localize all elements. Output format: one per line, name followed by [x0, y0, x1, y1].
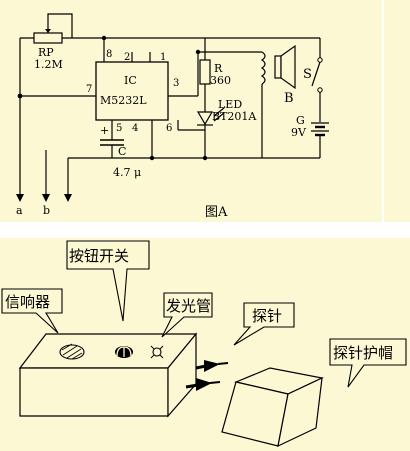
wiper-arrow-icon [45, 29, 51, 33]
light-ray [213, 107, 225, 117]
push-button-icon [115, 346, 133, 358]
button-label: 按钮开关 [69, 247, 129, 265]
switch-contact [317, 87, 323, 93]
lamp-label: 发光管 [166, 297, 211, 315]
pin-5-label: 5 [116, 123, 122, 134]
box-front-face [19, 367, 169, 417]
probe-tip-icon [204, 360, 220, 372]
callout-box [233, 302, 295, 346]
wiper-wire [47, 13, 73, 38]
capacitor-c: + C 4.7 μ [100, 120, 141, 179]
led-part: BT201A [212, 110, 257, 123]
cap-side-face [277, 376, 323, 448]
callout-button: 按钮开关 [66, 240, 150, 322]
callout-cap: 探针护帽 [329, 338, 407, 388]
led-label: LED [218, 98, 242, 111]
device-illustration: 信响器 按钮开关 发光管 探针 探针护帽 [0, 238, 410, 451]
pin-7-label: 7 [86, 84, 92, 95]
callout-probe: 探针 [233, 302, 295, 346]
r-label: R [214, 62, 223, 75]
probe-label: 探针 [252, 307, 282, 325]
led-lamp-icon [150, 345, 164, 359]
callout-box [66, 240, 150, 322]
battery-label: G [296, 114, 305, 127]
callout-box [1, 288, 63, 334]
resistor-r: R 360 [199, 38, 231, 112]
pin-2-label: 2 [124, 52, 130, 63]
cap-value: 4.7 μ [113, 166, 141, 179]
pin-6-label: 6 [166, 123, 172, 134]
callout-lamp: 发光管 [161, 292, 213, 338]
node-dot [17, 93, 23, 99]
pin-3-label: 3 [173, 78, 179, 89]
circuit-diagram: RP 1.2M a b IC M5232L 8 2 1 3 7 5 4 6 [0, 0, 384, 222]
terminal-a-label: a [16, 204, 23, 217]
circuit-panel [0, 0, 383, 222]
callout-box [161, 292, 213, 338]
pin-8-label: 8 [106, 49, 112, 60]
resistor-body [33, 32, 63, 44]
cap-plus: + [100, 124, 109, 137]
speaker-magnet [274, 55, 282, 79]
lamp-lens [152, 347, 162, 357]
switch-label: S [303, 67, 312, 82]
buzzer-label: 信响器 [5, 293, 50, 311]
speaker-b: B [260, 44, 296, 142]
speaker-label: B [284, 91, 294, 106]
probe-needle [209, 381, 221, 384]
light-ray [213, 112, 225, 122]
probe-needle [217, 362, 229, 365]
callout-box [329, 338, 407, 388]
resistor-body [199, 59, 211, 85]
terminal-b-arrow-icon [42, 194, 50, 202]
probe-tip-icon [196, 378, 212, 391]
node-dot [195, 49, 201, 55]
ground-arrow-icon [64, 194, 72, 202]
pin-4-label: 4 [132, 123, 138, 134]
callout-buzzer: 信响器 [1, 288, 63, 334]
cap-callout-label: 探针护帽 [333, 344, 393, 362]
probe-pins [185, 360, 229, 391]
probe-cap [221, 367, 324, 448]
switch-contact [317, 57, 323, 63]
terminal-a-arrow-icon [16, 194, 24, 202]
node-dot [202, 155, 208, 161]
ic-m5232l: IC M5232L 8 2 1 3 7 5 4 6 [86, 38, 179, 134]
switch-s: S [303, 38, 323, 122]
cap-label: C [118, 145, 126, 158]
lamp-rays [150, 345, 164, 359]
rp-value: 1.2M [34, 58, 63, 71]
potentiometer-rp: RP 1.2M [33, 13, 73, 71]
battery-value: 9V [291, 126, 307, 139]
led-bt201a: LED BT201A [196, 98, 257, 148]
r-value: 360 [210, 74, 231, 87]
ic-body [95, 61, 169, 121]
grille-hatching [61, 343, 83, 360]
buzzer-grille-icon [59, 344, 85, 360]
box-top-face [18, 333, 198, 369]
rp-label: RP [38, 46, 54, 59]
speaker-cone-icon [280, 44, 296, 90]
speaker-coil [260, 51, 266, 85]
terminal-b-label: b [43, 204, 50, 217]
led-diode-icon [196, 111, 214, 126]
pin-1-label: 1 [160, 52, 166, 63]
device-box [18, 332, 198, 418]
figure-caption: 图A [205, 205, 228, 220]
ic-label: IC [124, 74, 137, 87]
switch-blade [311, 61, 321, 87]
divider [0, 222, 410, 238]
ic-part: M5232L [100, 94, 147, 107]
battery-g: G 9V [291, 114, 329, 158]
